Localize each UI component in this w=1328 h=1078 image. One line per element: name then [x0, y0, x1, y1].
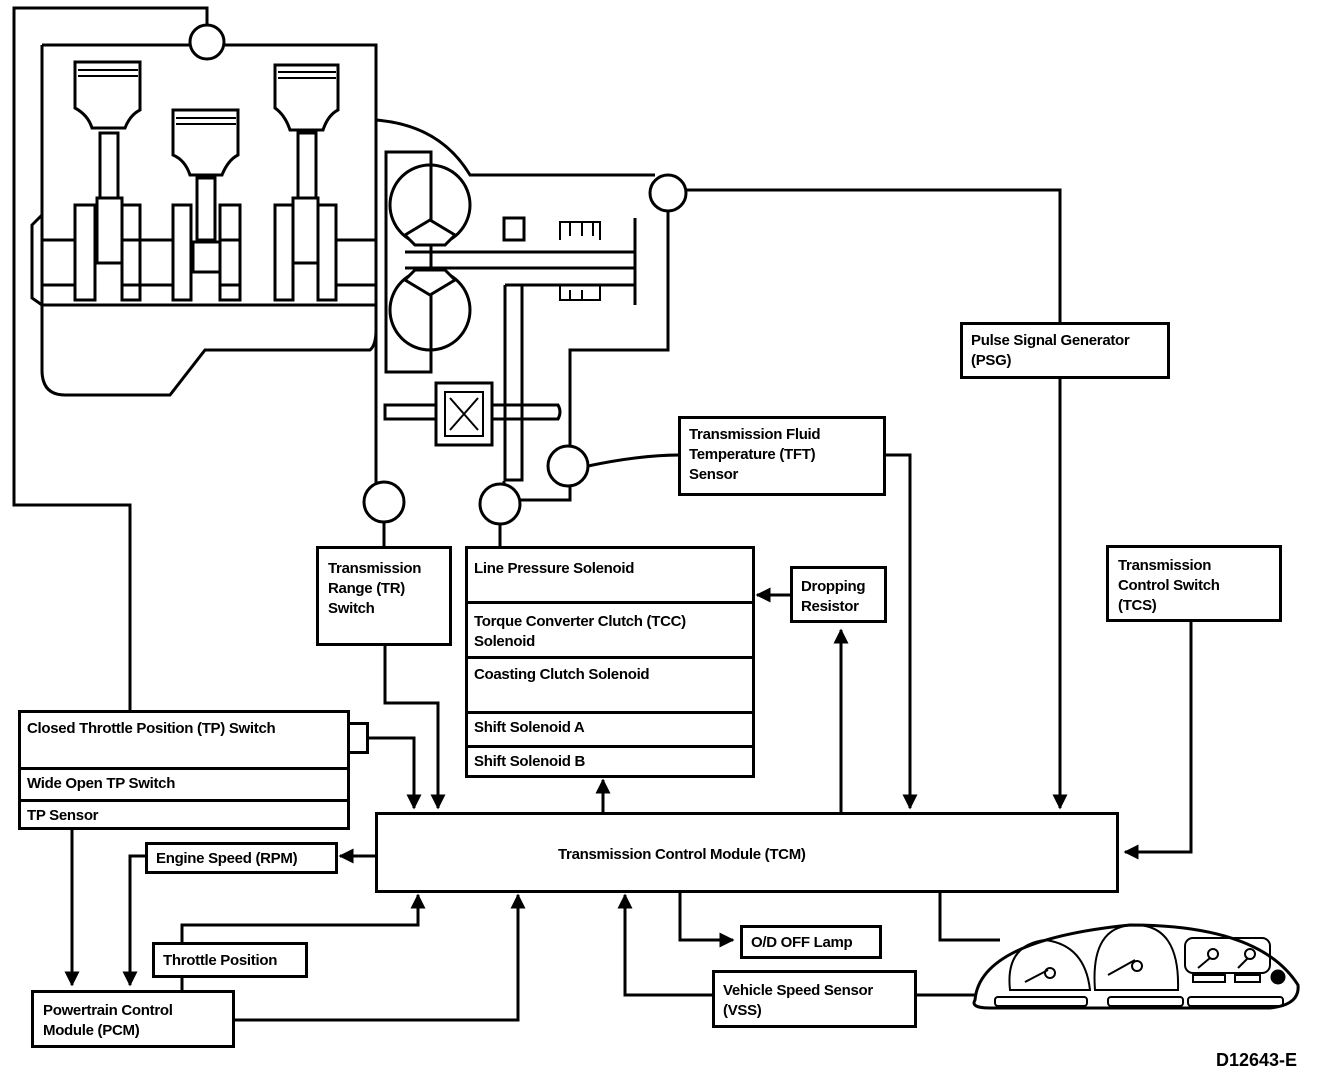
pcm-label: Powertrain Control Module (PCM)	[43, 1002, 173, 1039]
psg-label: Pulse Signal Generator (PSG)	[971, 332, 1130, 369]
tft-node	[546, 444, 590, 488]
wide-open-tp-switch-label: Wide Open TP Switch	[27, 775, 176, 792]
throttle-position-label: Throttle Position	[163, 952, 278, 969]
engine-speed-sensor-node	[188, 23, 226, 61]
coasting-clutch-solenoid-row: Coasting Clutch Solenoid	[468, 656, 752, 711]
od-off-lamp-box: O/D OFF Lamp	[740, 925, 882, 959]
coasting-clutch-solenoid-label: Coasting Clutch Solenoid	[474, 666, 650, 683]
tp-sensor-row: TP Sensor	[21, 799, 347, 830]
shift-solenoid-a-row: Shift Solenoid A	[468, 711, 752, 745]
tr-switch-box: Transmission Range (TR) Switch	[316, 546, 452, 646]
psg-box: Pulse Signal Generator (PSG)	[960, 322, 1170, 379]
tcs-box: Transmission Control Switch (TCS)	[1106, 545, 1282, 622]
vss-label: Vehicle Speed Sensor (VSS)	[723, 982, 873, 1019]
od-off-lamp-label: O/D OFF Lamp	[751, 934, 853, 951]
dropping-resistor-label: Dropping Resistor	[801, 578, 866, 615]
tp-sensor-label: TP Sensor	[27, 807, 99, 824]
connection-lines	[64, 188, 1193, 1022]
figure-id: D12643-E	[1216, 1050, 1298, 1070]
shift-solenoid-b-label: Shift Solenoid B	[474, 753, 586, 770]
tcc-solenoid-label: Torque Converter Clutch (TCC) Solenoid	[474, 613, 686, 650]
solenoid-node	[478, 482, 522, 526]
psg-node	[648, 173, 688, 213]
tcm-box: Transmission Control Module (TCM)	[375, 812, 1119, 893]
wide-open-tp-switch-row: Wide Open TP Switch	[21, 767, 347, 799]
tcm-label: Transmission Control Module (TCM)	[558, 846, 806, 863]
tp-group: Closed Throttle Position (TP) Switch Wid…	[18, 710, 350, 830]
line-pressure-solenoid-label: Line Pressure Solenoid	[474, 560, 635, 577]
transmission-illustration	[365, 118, 670, 507]
pcm-box: Powertrain Control Module (PCM)	[31, 990, 235, 1048]
shift-solenoid-a-label: Shift Solenoid A	[474, 719, 585, 736]
shift-solenoid-b-row: Shift Solenoid B	[468, 745, 752, 778]
instrument-cluster	[972, 923, 1300, 1010]
closed-tp-switch-row: Closed Throttle Position (TP) Switch	[21, 713, 347, 769]
tft-sensor-label: Transmission Fluid Temperature (TFT) Sen…	[689, 426, 821, 483]
dropping-resistor-box: Dropping Resistor	[790, 566, 887, 623]
solenoid-group: Line Pressure Solenoid Torque Converter …	[465, 546, 755, 778]
engine-illustration	[30, 43, 378, 397]
engine-speed-label: Engine Speed (RPM)	[156, 850, 298, 867]
line-pressure-solenoid-row: Line Pressure Solenoid	[468, 549, 752, 604]
vss-box: Vehicle Speed Sensor (VSS)	[712, 970, 917, 1028]
tr-switch-label: Transmission Range (TR) Switch	[328, 560, 422, 617]
tp-connector	[347, 722, 369, 754]
tcc-solenoid-row: Torque Converter Clutch (TCC) Solenoid	[468, 601, 752, 656]
tr-switch-node	[362, 480, 406, 524]
tft-sensor-box: Transmission Fluid Temperature (TFT) Sen…	[678, 416, 886, 496]
tcs-label: Transmission Control Switch (TCS)	[1118, 557, 1220, 614]
closed-tp-switch-label: Closed Throttle Position (TP) Switch	[27, 720, 276, 737]
throttle-position-box: Throttle Position	[152, 942, 308, 978]
engine-speed-box: Engine Speed (RPM)	[145, 842, 338, 874]
